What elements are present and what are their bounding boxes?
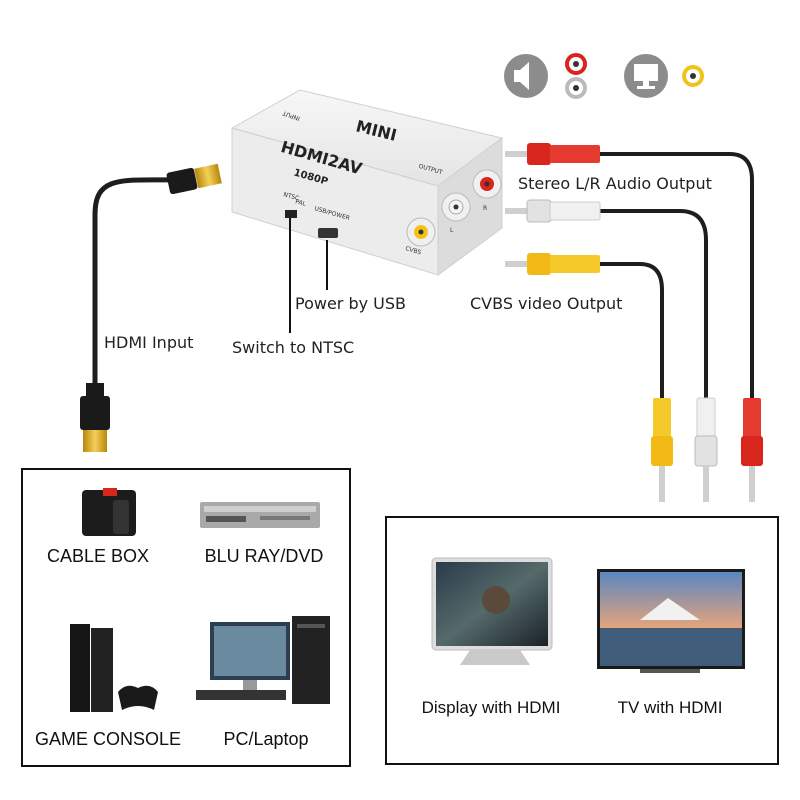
power-usb-callout: Power by USB bbox=[295, 294, 406, 313]
monitor-icon bbox=[624, 54, 668, 98]
usb-port bbox=[318, 228, 338, 238]
yellow-rca-plug bbox=[505, 253, 600, 275]
white-rca-plug bbox=[505, 199, 601, 223]
switch-ntsc-callout: Switch to NTSC bbox=[232, 338, 354, 357]
red-rca-plug bbox=[505, 143, 600, 165]
hdmi-cable bbox=[92, 177, 186, 385]
yellow-rca-plug-vertical bbox=[651, 398, 673, 502]
white-rca-cable bbox=[600, 209, 708, 400]
display-hdmi-label: Display with HDMI bbox=[422, 698, 561, 717]
pc-laptop-image bbox=[196, 616, 330, 704]
switch-pal-label: PAL bbox=[294, 198, 307, 208]
hdmi-monitor-image bbox=[431, 557, 553, 665]
switch-ntsc-label: NTSC bbox=[282, 191, 299, 202]
tv-hdmi-label: TV with HDMI bbox=[618, 698, 723, 717]
jack-r-label: R bbox=[483, 205, 487, 212]
cvbs-jack-label: CVBS bbox=[404, 245, 422, 256]
jack-l-label: L bbox=[450, 227, 454, 234]
stereo-output-callout: Stereo L/R Audio Output bbox=[518, 174, 712, 193]
adapter-box: MINI HDMI2AV 1080P INPUT OUTPUT NTSC PAL… bbox=[230, 89, 504, 276]
hdmi-plug-bottom bbox=[80, 383, 110, 452]
video-rca-icon bbox=[682, 65, 704, 87]
game-console-label: GAME CONSOLE bbox=[35, 729, 181, 749]
cable-box-label: CABLE BOX bbox=[47, 546, 149, 566]
hdmi-input-callout: HDMI Input bbox=[104, 333, 193, 352]
cable-box-image bbox=[82, 488, 136, 536]
hdmi-tv-image bbox=[597, 569, 745, 673]
game-console-image bbox=[70, 624, 158, 712]
red-rca-cable bbox=[600, 152, 754, 400]
yellow-rca-cable bbox=[600, 262, 664, 400]
blu-ray-image bbox=[200, 502, 320, 528]
pc-laptop-label: PC/Laptop bbox=[223, 729, 308, 749]
white-rca-plug-vertical bbox=[694, 397, 718, 502]
red-rca-plug-vertical bbox=[741, 398, 763, 502]
audio-rca-icon bbox=[565, 53, 587, 99]
cvbs-output-callout: CVBS video Output bbox=[470, 294, 622, 313]
blu-ray-label: BLU RAY/DVD bbox=[205, 546, 324, 566]
speaker-icon bbox=[504, 54, 548, 98]
ntsc-pal-switch bbox=[285, 210, 297, 218]
hdmi-plug-top bbox=[166, 163, 222, 195]
